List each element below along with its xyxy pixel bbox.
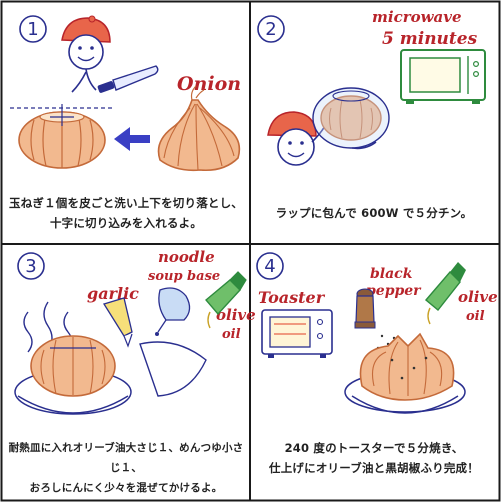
- step-number-3: 3: [25, 256, 36, 277]
- olive-oil-bottle-icon: [205, 271, 247, 329]
- caption-4-line-1: 240 度のトースターで５分焼き、: [284, 441, 464, 455]
- chef-character-icon: [61, 15, 111, 93]
- caption-4-line-2: 仕上げにオリーブ油と黒胡椒ふり完成！: [269, 461, 479, 475]
- olive-label-4: olive: [458, 288, 498, 306]
- caption-2-line-1: ラップに包んで 600W で５分チン。: [275, 206, 473, 220]
- caption-step-3: 耐熱皿に入れオリーブ油大さじ１、めんつゆ小さじ１、 おろしにんにく少々を混ぜてか…: [4, 438, 248, 498]
- onion-in-dish-icon: [14, 335, 132, 415]
- panel-2: 2 microwave 5 minutes: [257, 8, 486, 166]
- noodle-label: noodle: [158, 248, 215, 266]
- step-number-circle-1: [19, 15, 47, 43]
- step-number-4: 4: [264, 256, 275, 277]
- panel-4: 4 Toaster black pepper olive oil: [256, 252, 498, 414]
- panel-1: 1 Onion: [10, 15, 241, 172]
- microwave-icon: [400, 49, 486, 104]
- pepper-label: pepper: [366, 283, 422, 299]
- microwave-label: microwave: [372, 8, 462, 26]
- whole-onion-icon: [157, 85, 241, 172]
- soup-base-label: soup base: [148, 269, 220, 284]
- oil-label-4: oil: [466, 309, 485, 324]
- step-number-circle-4: [256, 252, 284, 280]
- pepper-grinder-icon: [354, 288, 396, 350]
- onion-label: Onion: [177, 73, 241, 95]
- caption-step-4: 240 度のトースターで５分焼き、 仕上げにオリーブ油と黒胡椒ふり完成！: [254, 438, 494, 478]
- caption-step-1: 玉ねぎ１個を皮ごと洗い上下を切り落とし、 十字に切り込みを入れるよ。: [8, 193, 244, 233]
- step-number-1: 1: [27, 19, 38, 40]
- caption-3-line-1: 耐熱皿に入れオリーブ油大さじ１、めんつゆ小さじ１、: [8, 442, 244, 474]
- garlic-label: garlic: [87, 284, 139, 303]
- black-label: black: [370, 266, 413, 282]
- step-number-circle-3: [17, 252, 45, 280]
- wrapped-onion-icon: [312, 87, 390, 149]
- character-holding-bowl-icon: [267, 111, 377, 166]
- caption-1-line-2: 十字に切り込みを入れるよ。: [49, 216, 203, 230]
- cut-onion-icon: [10, 104, 112, 169]
- olive-label: olive: [216, 306, 256, 324]
- spoon-icon: [139, 341, 207, 397]
- toaster-label: Toaster: [258, 288, 326, 307]
- microwave-time-label: 5 minutes: [382, 29, 478, 49]
- caption-1-line-1: 玉ねぎ１個を皮ごと洗い上下を切り落とし、: [9, 196, 243, 210]
- garlic-tube-icon: [102, 297, 133, 348]
- toaster-icon: [261, 309, 333, 358]
- caption-step-2: ラップに包んで 600W で５分チン。: [254, 203, 494, 223]
- caption-3-line-2: おろしにんにく少々を混ぜてかけるよ。: [29, 482, 223, 494]
- knife-icon: [97, 65, 159, 93]
- step-number-2: 2: [265, 19, 276, 40]
- oil-label: oil: [222, 327, 241, 342]
- soup-base-bottle-icon: [155, 287, 191, 336]
- baked-onion-icon: [344, 332, 466, 414]
- step-number-circle-2: [257, 15, 285, 43]
- olive-oil-bottle-icon-4: [425, 262, 466, 325]
- arrow-left-icon: [114, 127, 150, 151]
- panel-3: 3 garlic noodle soup base olive oil: [14, 248, 256, 415]
